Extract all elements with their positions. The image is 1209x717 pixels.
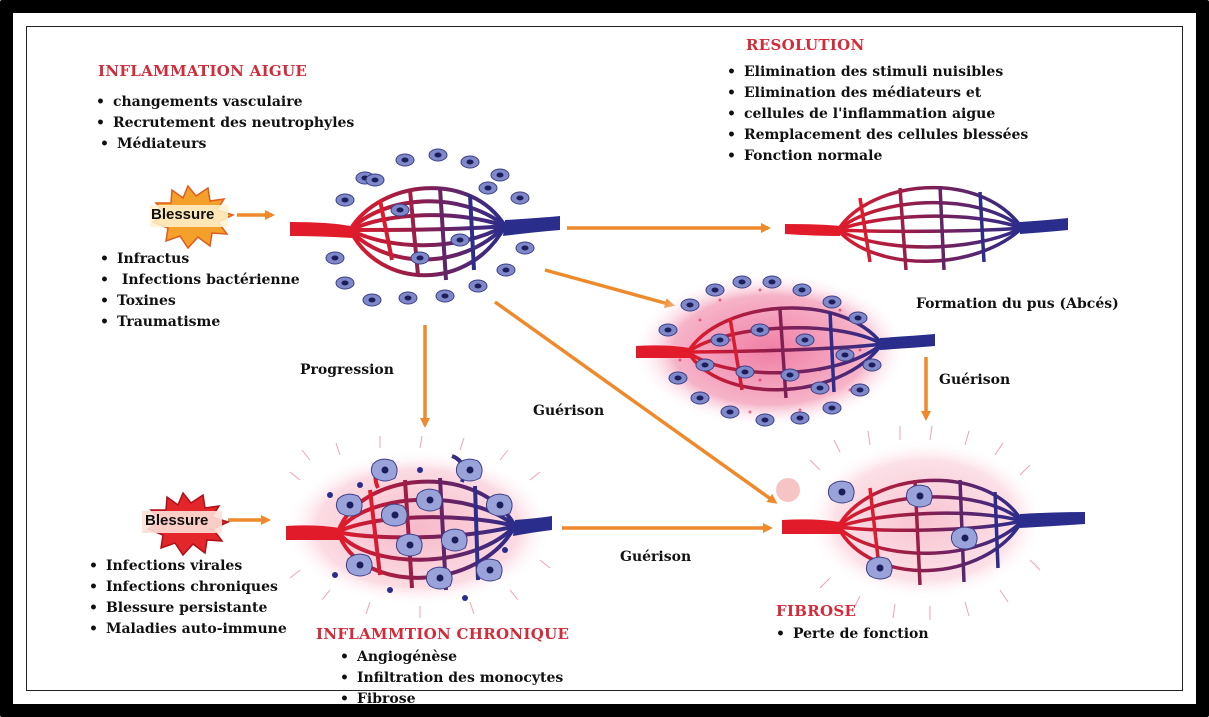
healing-right-label: Guérison [939,372,1010,388]
resolution-title: RESOLUTION [746,36,865,54]
chronic-cause: Maladies auto-immune [89,619,287,640]
chronic-blessure-label: Blessure [145,512,208,529]
abscess-pus-cluster [632,272,935,428]
acute-title: INFLAMMATION AIGUE [98,62,307,80]
resolution-item: Remplacement des cellules blessées [727,125,1028,146]
healing-diagonal-label: Guérison [533,403,604,419]
abscess-label: Formation du pus (Abcés) [916,296,1119,312]
progression-label: Progression [300,362,394,378]
chronic-cause: Blessure persistante [89,598,287,619]
acute-feature: Recrutement des neutrophyles [96,113,354,134]
arrow-to-abscess [545,270,672,305]
acute-blessure-label: Blessure [151,206,214,223]
chronic-causes-list: Infections virales Infections chroniques… [89,556,287,640]
chronic-vessel-network [283,436,553,618]
fibrosis-vessel-network [776,426,1085,620]
chronic-feature: Infiltration des monocytes [340,668,563,689]
fibrosis-item: Perte de fonction [776,624,929,645]
fibrosis-items-list: Perte de fonction [776,624,929,645]
chronic-feature: Fibrose [340,689,563,710]
chronic-cause: Infections virales [89,556,287,577]
chronic-cause: Infections chroniques [89,577,287,598]
acute-features-list: changements vasculaire Recrutement des n… [96,92,354,155]
acute-feature: changements vasculaire [96,92,354,113]
chronic-title: INFLAMMTION CHRONIQUE [316,625,569,643]
resolution-item: Elimination des médiateurs et [727,83,1028,104]
resolution-vessel-network [785,186,1068,270]
resolution-item: cellules de l'inflammation aigue [727,104,1028,125]
acute-cause: Traumatisme [100,312,300,333]
acute-cause: Infractus [100,249,300,270]
chronic-feature: Angiogénèse [340,647,563,668]
healing-bottom-label: Guérison [620,549,691,565]
resolution-item: Fonction normale [727,146,1028,167]
fibrosis-title: FIBROSE [776,602,856,620]
acute-causes-list: Infractus Infections bactérienne Toxines… [100,249,300,333]
acute-cause: Toxines [100,291,300,312]
acute-cause: Infections bactérienne [100,270,300,291]
chronic-features-list: Angiogénèse Infiltration des monocytes F… [340,647,563,710]
resolution-item: Elimination des stimuli nuisibles [727,62,1028,83]
acute-feature: Médiateurs [100,134,354,155]
resolution-items-list: Elimination des stimuli nuisibles Elimin… [727,62,1028,167]
